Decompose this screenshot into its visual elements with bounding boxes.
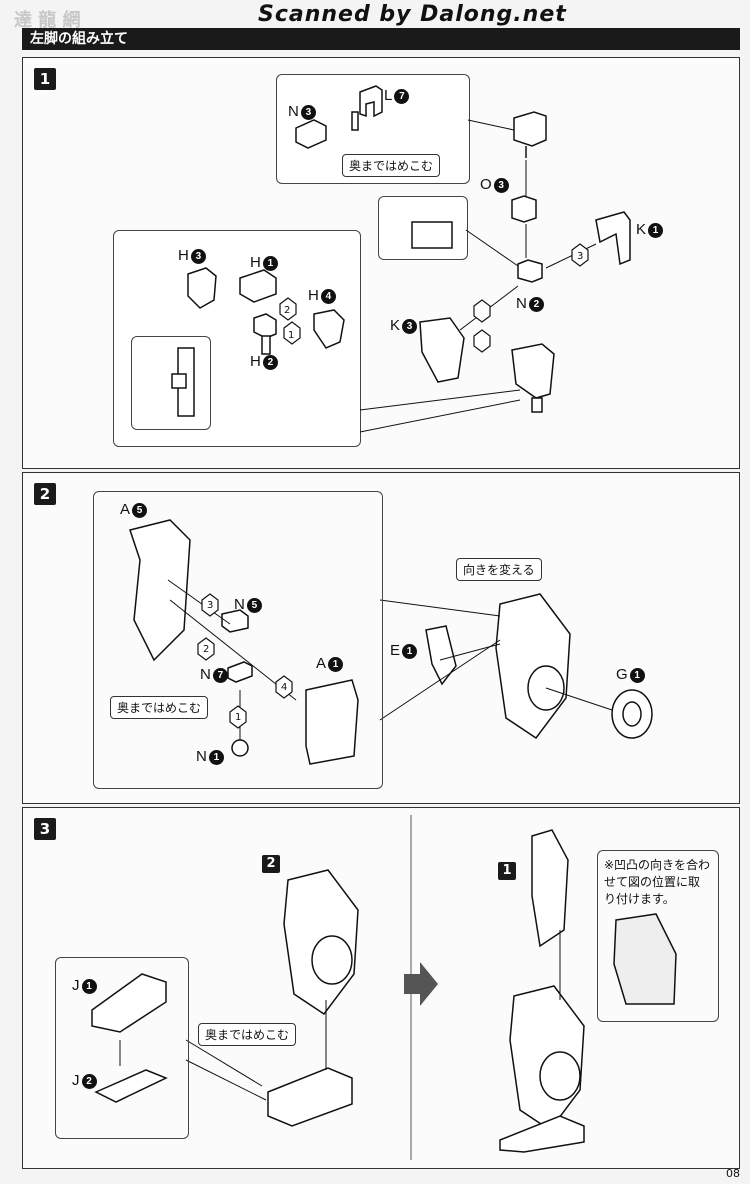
part-lower-leg (511, 343, 555, 399)
detail-box-note (597, 850, 719, 1022)
part-h2 (253, 313, 277, 339)
part-o3 (511, 195, 537, 223)
note-line-3: り付けます。 (604, 892, 675, 906)
detail-box-h2-closeup (131, 336, 211, 430)
part-a5 (129, 519, 191, 662)
part-a1 (305, 679, 359, 765)
part-leg-upper-1 (531, 829, 569, 948)
part-n5 (221, 609, 249, 633)
part-n7 (227, 661, 253, 683)
ref-step-1: 1 (498, 862, 516, 880)
step-3-number: 3 (34, 818, 56, 840)
part-j1 (91, 973, 167, 1033)
part-h1 (239, 269, 277, 303)
detail-box-j-parts (55, 957, 189, 1139)
part-j2 (94, 1069, 168, 1103)
seq-label-s2-4: 4 (281, 682, 288, 693)
seq-label-s2-1: 1 (235, 712, 242, 723)
seq-label-1: 1 (288, 330, 295, 341)
part-k3 (419, 317, 465, 383)
faint-logo: 達 龍 網 (14, 10, 81, 31)
detail-box-a5-assembly (93, 491, 383, 789)
callout-push-in-2: 奥まではめこむ (110, 696, 209, 719)
scan-watermark: Scanned by Dalong.net (258, 2, 567, 27)
seq-label-3: 3 (577, 251, 584, 262)
part-l-upper (513, 111, 547, 147)
page-number: 08 (726, 1167, 740, 1180)
note-line-2: せて図の位置に取 (604, 875, 701, 889)
callout-push-in-1: 奥まではめこむ (342, 154, 441, 177)
part-h4 (313, 309, 345, 349)
seq-label-s2-3: 3 (207, 600, 214, 611)
page-title: 左脚の組み立て (30, 31, 128, 47)
part-l7-peg (351, 111, 359, 131)
proceed-arrow (404, 962, 438, 1006)
callout-push-in-3: 奥まではめこむ (198, 1023, 297, 1046)
part-leg-body-2 (495, 593, 571, 740)
part-base-block (267, 1067, 353, 1127)
part-l7-shape (359, 85, 383, 118)
step-1-number: 1 (34, 68, 56, 90)
seq-label-2: 2 (284, 305, 291, 316)
seq-marker (279, 297, 297, 321)
note-line-1: ※凹凸の向きを合わ (604, 858, 711, 872)
part-n3-shape (295, 119, 327, 149)
seq-label-s2-2: 2 (203, 644, 210, 655)
part-k1 (595, 211, 631, 266)
step-2-number: 2 (34, 483, 56, 505)
callout-change-direction: 向きを変える (456, 558, 542, 581)
part-e1 (425, 625, 457, 686)
header-bar (22, 28, 740, 50)
part-h3 (187, 267, 217, 309)
part-n2 (517, 259, 543, 283)
ref-step-2: 2 (262, 855, 280, 873)
